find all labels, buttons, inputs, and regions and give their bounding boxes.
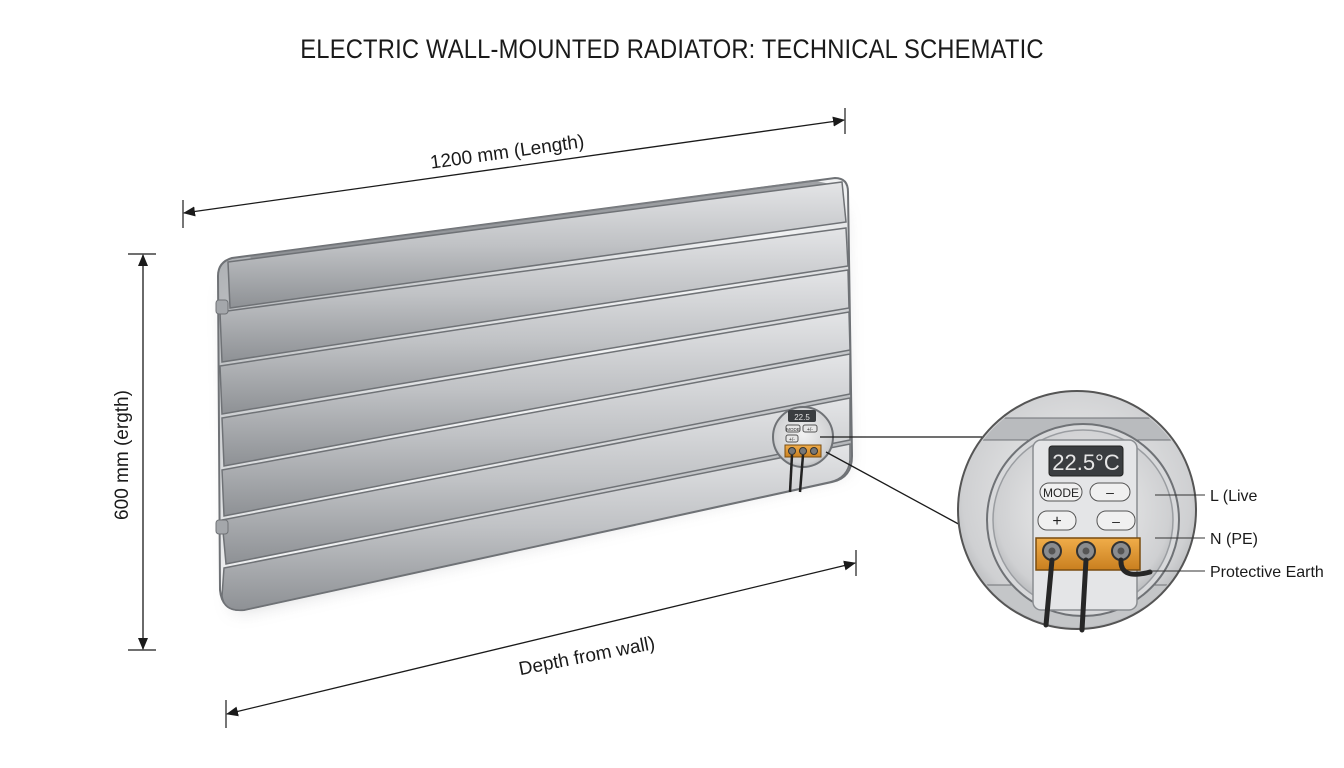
cable-icon	[1118, 557, 1153, 577]
mini-display	[788, 410, 816, 422]
mode-button[interactable]	[1039, 482, 1083, 502]
minus-button-top-label: –	[1106, 484, 1114, 500]
neutral-terminal-label: N (PE)	[1210, 531, 1258, 548]
plus-button-label: +	[1052, 513, 1061, 530]
mini-button-right-label: +/-	[807, 427, 813, 433]
mode-button-label: MODE	[1043, 486, 1079, 500]
mini-display-text: 22.5	[794, 413, 810, 422]
height-label: 600 mm (ergth)	[112, 390, 133, 520]
mini-button-bottom-left-label: +/-	[789, 437, 795, 443]
live-terminal-label: L (Live	[1210, 488, 1258, 505]
diagram-title: ELECTRIC WALL-MOUNTED RADIATOR: TECHNICA…	[300, 34, 1044, 64]
terminal-screw-icon	[788, 447, 796, 455]
cable-icon	[788, 454, 794, 493]
depth-label: Depth from wall)	[517, 633, 657, 680]
minus-button-bottom-label: –	[1112, 513, 1120, 529]
temperature-display-text: 22.5°C	[1052, 450, 1120, 475]
cable-icon	[1079, 557, 1089, 633]
control-zoom-detail: 22.5°C MODE – + –	[957, 390, 1197, 633]
zoom-leader-bottom	[825, 451, 965, 528]
radiator-fins	[215, 181, 851, 611]
mini-button-top-label: MODE	[786, 427, 800, 432]
terminal-screw-icon	[799, 447, 807, 455]
temperature-display	[1048, 445, 1124, 477]
plus-button[interactable]	[1037, 510, 1077, 531]
minus-button-bottom[interactable]	[1096, 510, 1136, 531]
minus-button-top[interactable]	[1089, 482, 1131, 502]
height-dimension: 600 mm (ergth)	[112, 253, 156, 651]
cable-icon	[1043, 557, 1055, 628]
terminal-screw-icon	[810, 447, 818, 455]
cable-icon	[798, 454, 805, 493]
earth-terminal-label: Protective Earth	[1210, 564, 1324, 581]
